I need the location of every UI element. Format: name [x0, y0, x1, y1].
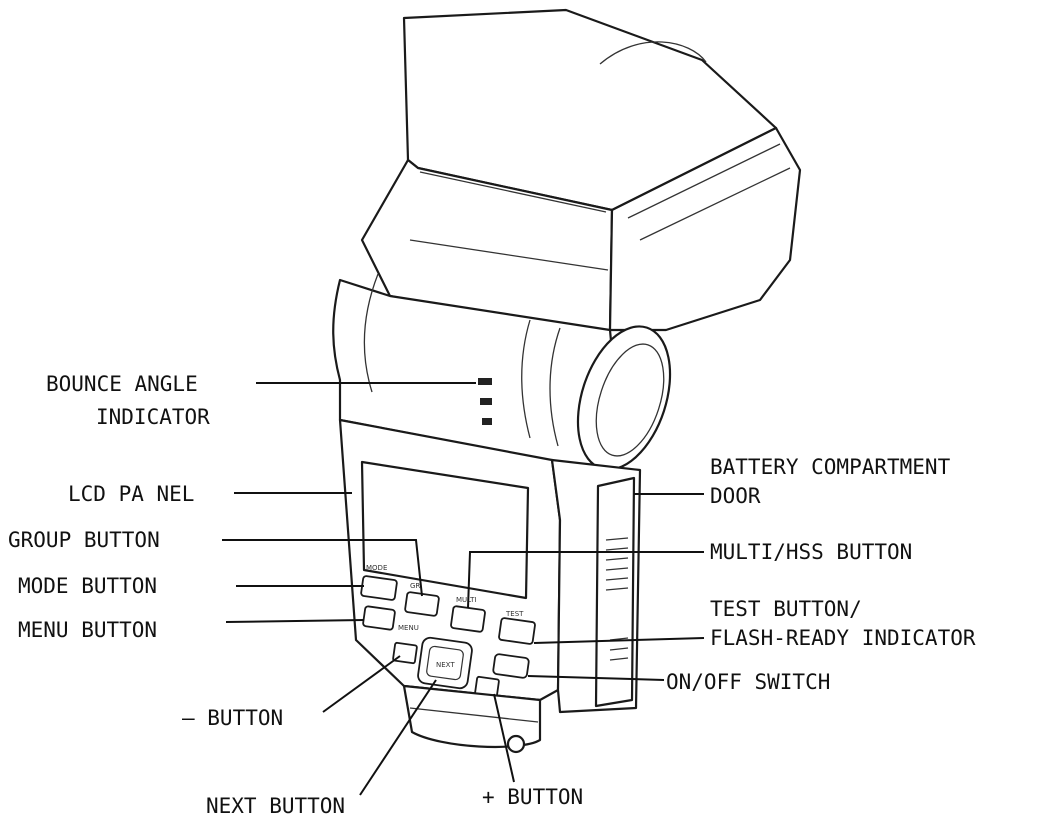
menu-key-label: MENU [398, 624, 419, 632]
leader-menu-button [225, 619, 365, 623]
group-key-label: GR [410, 582, 420, 590]
foot-pin [506, 734, 526, 754]
label-next-button: NEXT BUTTON [206, 794, 346, 818]
label-bounce-angle-line1: BOUNCE ANGLE [46, 372, 198, 396]
next-button[interactable] [417, 636, 473, 690]
label-group-button: GROUP BUTTON [8, 528, 160, 552]
label-minus-button: – BUTTON [182, 706, 284, 730]
label-test-button-line1: TEST BUTTON/ [710, 597, 862, 621]
leader-next-button [359, 679, 437, 796]
leader-multi-hss [467, 551, 704, 609]
flash-foot [402, 684, 542, 754]
multi-key-label: MULTI [456, 596, 476, 604]
leader-test-button [533, 637, 705, 644]
battery-door [594, 476, 636, 708]
leader-plus-button [493, 693, 515, 783]
multi-hss-button[interactable] [450, 605, 486, 633]
label-bounce-angle-line2: INDICATOR [96, 405, 210, 429]
mode-button[interactable] [360, 575, 398, 601]
label-lcd-panel: LCD PA NEL [68, 482, 195, 506]
menu-button[interactable] [362, 605, 396, 631]
label-battery-door-line2: DOOR [710, 484, 761, 508]
leader-minus-button [322, 655, 401, 713]
lcd-panel [360, 460, 530, 600]
label-plus-button: + BUTTON [482, 785, 584, 809]
label-multi-hss-button: MULTI/HSS BUTTON [710, 540, 913, 564]
label-on-off-switch: ON/OFF SWITCH [666, 670, 831, 694]
flash-head [360, 8, 802, 342]
label-test-button-line2: FLASH-READY INDICATOR [710, 626, 976, 650]
label-mode-button: MODE BUTTON [18, 574, 158, 598]
on-off-switch[interactable] [492, 653, 530, 679]
foot-shoe [402, 684, 542, 749]
label-battery-door-line1: BATTERY COMPARTMENT [710, 455, 951, 479]
test-button[interactable] [498, 617, 536, 645]
label-menu-button: MENU BUTTON [18, 618, 158, 642]
flash-head-side [608, 126, 802, 332]
next-key-label: NEXT [436, 661, 455, 669]
bounce-mark-2 [480, 398, 492, 405]
bounce-mark-3 [482, 418, 492, 425]
leader-lines [222, 382, 705, 796]
test-key-label: TEST [505, 610, 524, 618]
minus-button[interactable] [392, 641, 418, 665]
leader-group-button [222, 539, 423, 597]
flash-body: MODE MENU GR MULTI TEST NEXT [338, 418, 642, 714]
swivel-neck [332, 273, 672, 472]
mode-key-label: MODE [366, 564, 387, 572]
bounce-mark-1 [478, 378, 492, 385]
leader-on-off [527, 675, 665, 681]
group-button[interactable] [404, 591, 440, 617]
